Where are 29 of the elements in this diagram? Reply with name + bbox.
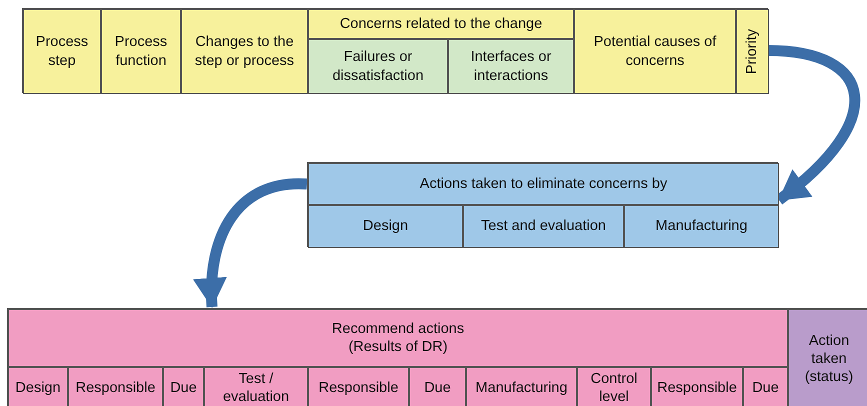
curved-arrow xyxy=(768,45,860,204)
table-cell: Priority xyxy=(736,9,769,94)
table-cell: Test / evaluation xyxy=(204,367,308,406)
table-cell: Actions taken to eliminate concerns by xyxy=(308,163,779,205)
table-frame xyxy=(307,162,778,247)
table-cell: Due xyxy=(409,367,466,406)
table-cell: Changes to the step or process xyxy=(181,9,308,94)
table-cell: Control level xyxy=(577,367,651,406)
table-cell: Responsible xyxy=(68,367,163,406)
table-cell: Manufacturing xyxy=(624,205,779,248)
table-cell: Interfaces or interactions xyxy=(448,39,574,94)
table-cell: Action taken (status) xyxy=(788,309,867,406)
table-cell: Due xyxy=(163,367,204,406)
table-cell: Process step xyxy=(23,9,101,94)
table-cell: Design xyxy=(308,205,463,248)
curved-arrow xyxy=(194,178,308,308)
table-cell: Process function xyxy=(101,9,181,94)
table-cell: Concerns related to the change xyxy=(308,9,574,39)
table-frame xyxy=(22,8,768,93)
table-cell: Manufacturing xyxy=(466,367,577,406)
table-cell: Test and evaluation xyxy=(463,205,624,248)
table-cell: Responsible xyxy=(651,367,743,406)
table-frame xyxy=(7,308,867,406)
table-cell: Recommend actions (Results of DR) xyxy=(8,309,788,367)
table-cell: Responsible xyxy=(308,367,409,406)
table-cell: Design xyxy=(8,367,68,406)
table-cell: Potential causes of concerns xyxy=(574,9,736,94)
table-cell: Failures or dissatisfaction xyxy=(308,39,448,94)
table-cell: Due xyxy=(743,367,788,406)
